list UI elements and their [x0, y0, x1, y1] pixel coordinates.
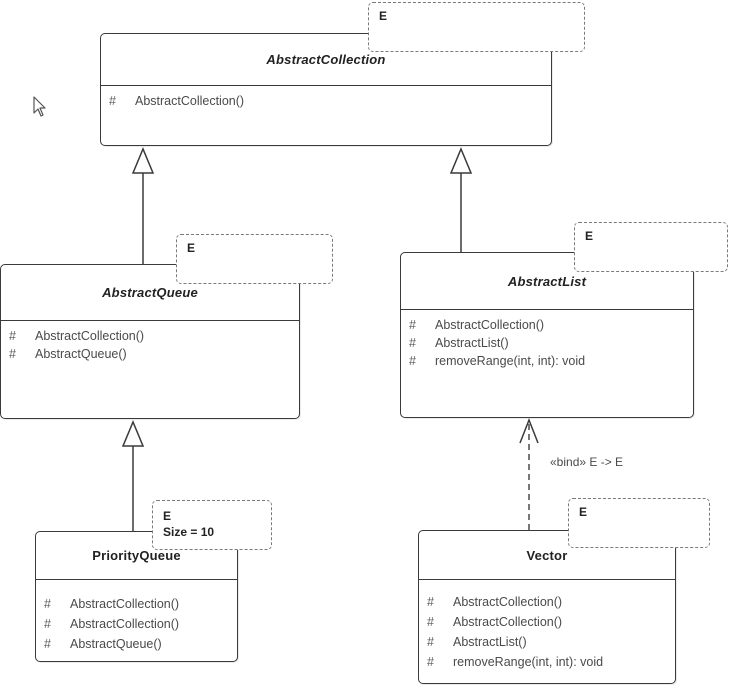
operation-name: AbstractCollection() [435, 318, 545, 332]
visibility-marker: # [9, 329, 16, 343]
operation-name: removeRange(int, int): void [435, 354, 586, 368]
operation-row: # AbstractQueue() [1, 345, 299, 363]
operation-row: # AbstractCollection() [401, 316, 693, 334]
operation-row: # AbstractCollection() [101, 92, 551, 110]
operation-row: # AbstractCollection() [36, 614, 237, 634]
operation-row: # AbstractCollection() [419, 592, 675, 612]
operations-compartment: # AbstractCollection() [101, 86, 551, 110]
operation-name: AbstractCollection() [453, 615, 563, 629]
bind-vector-to-abstractlist [519, 417, 539, 530]
class-name: AbstractQueue [1, 265, 299, 321]
operation-name: AbstractQueue() [70, 637, 162, 651]
operation-row: # removeRange(int, int): void [419, 652, 675, 672]
operation-name: AbstractCollection() [70, 597, 180, 611]
operation-name: AbstractList() [435, 336, 509, 350]
operation-row: # AbstractList() [419, 632, 675, 652]
template-param: E [187, 241, 196, 255]
mouse-pointer-icon [33, 96, 46, 117]
bind-label: «bind» E -> E [550, 455, 624, 469]
template-params-vector: E [568, 498, 710, 548]
operation-name: AbstractCollection() [453, 595, 563, 609]
template-params-abstractqueue: E [176, 234, 333, 284]
operation-name: removeRange(int, int): void [453, 655, 604, 669]
generalization-priorityqueue-to-abstractqueue [121, 420, 145, 531]
visibility-marker: # [427, 655, 434, 669]
template-params-priorityqueue: E Size = 10 [152, 500, 272, 550]
operations-compartment: # AbstractCollection() # AbstractCollect… [419, 580, 675, 672]
template-param: E [379, 9, 388, 23]
operation-row: # AbstractCollection() [36, 594, 237, 614]
operation-row: # removeRange(int, int): void [401, 352, 693, 370]
operation-row: # AbstractQueue() [36, 634, 237, 654]
visibility-marker: # [409, 318, 416, 332]
operation-row: # AbstractList() [401, 334, 693, 352]
template-param: E [163, 509, 172, 523]
operation-name: AbstractCollection() [135, 94, 245, 108]
visibility-marker: # [9, 347, 16, 361]
operation-row: # AbstractCollection() [1, 327, 299, 345]
template-param: E [579, 505, 588, 519]
operation-name: AbstractList() [453, 635, 527, 649]
generalization-abstractlist-to-abstractcollection [449, 147, 473, 252]
class-abstractqueue[interactable]: AbstractQueue # AbstractCollection() # A… [0, 264, 300, 419]
class-name: Vector [419, 531, 675, 580]
operations-compartment: # AbstractCollection() # AbstractQueue() [1, 321, 299, 363]
operation-name: AbstractQueue() [35, 347, 127, 361]
visibility-marker: # [44, 597, 51, 611]
visibility-marker: # [409, 354, 416, 368]
visibility-marker: # [44, 617, 51, 631]
template-params-abstractcollection: E [368, 2, 585, 52]
generalization-abstractqueue-to-abstractcollection [131, 147, 155, 264]
visibility-marker: # [109, 94, 116, 108]
class-vector[interactable]: Vector # AbstractCollection() # Abstract… [418, 530, 676, 684]
operation-name: AbstractCollection() [70, 617, 180, 631]
class-priorityqueue[interactable]: PriorityQueue # AbstractCollection() # A… [35, 531, 238, 662]
template-param: Size = 10 [163, 525, 215, 539]
class-name: AbstractList [401, 253, 693, 310]
visibility-marker: # [427, 615, 434, 629]
template-params-abstractlist: E [574, 222, 728, 272]
template-param: E [585, 229, 594, 243]
class-name: PriorityQueue [36, 532, 237, 580]
operations-compartment: # AbstractCollection() # AbstractList() … [401, 310, 693, 370]
visibility-marker: # [427, 595, 434, 609]
visibility-marker: # [44, 637, 51, 651]
class-abstractlist[interactable]: AbstractList # AbstractCollection() # Ab… [400, 252, 694, 418]
visibility-marker: # [409, 336, 416, 350]
operation-row: # AbstractCollection() [419, 612, 675, 632]
visibility-marker: # [427, 635, 434, 649]
operation-name: AbstractCollection() [35, 329, 145, 343]
operations-compartment: # AbstractCollection() # AbstractCollect… [36, 580, 237, 654]
class-name: AbstractCollection [101, 34, 551, 86]
